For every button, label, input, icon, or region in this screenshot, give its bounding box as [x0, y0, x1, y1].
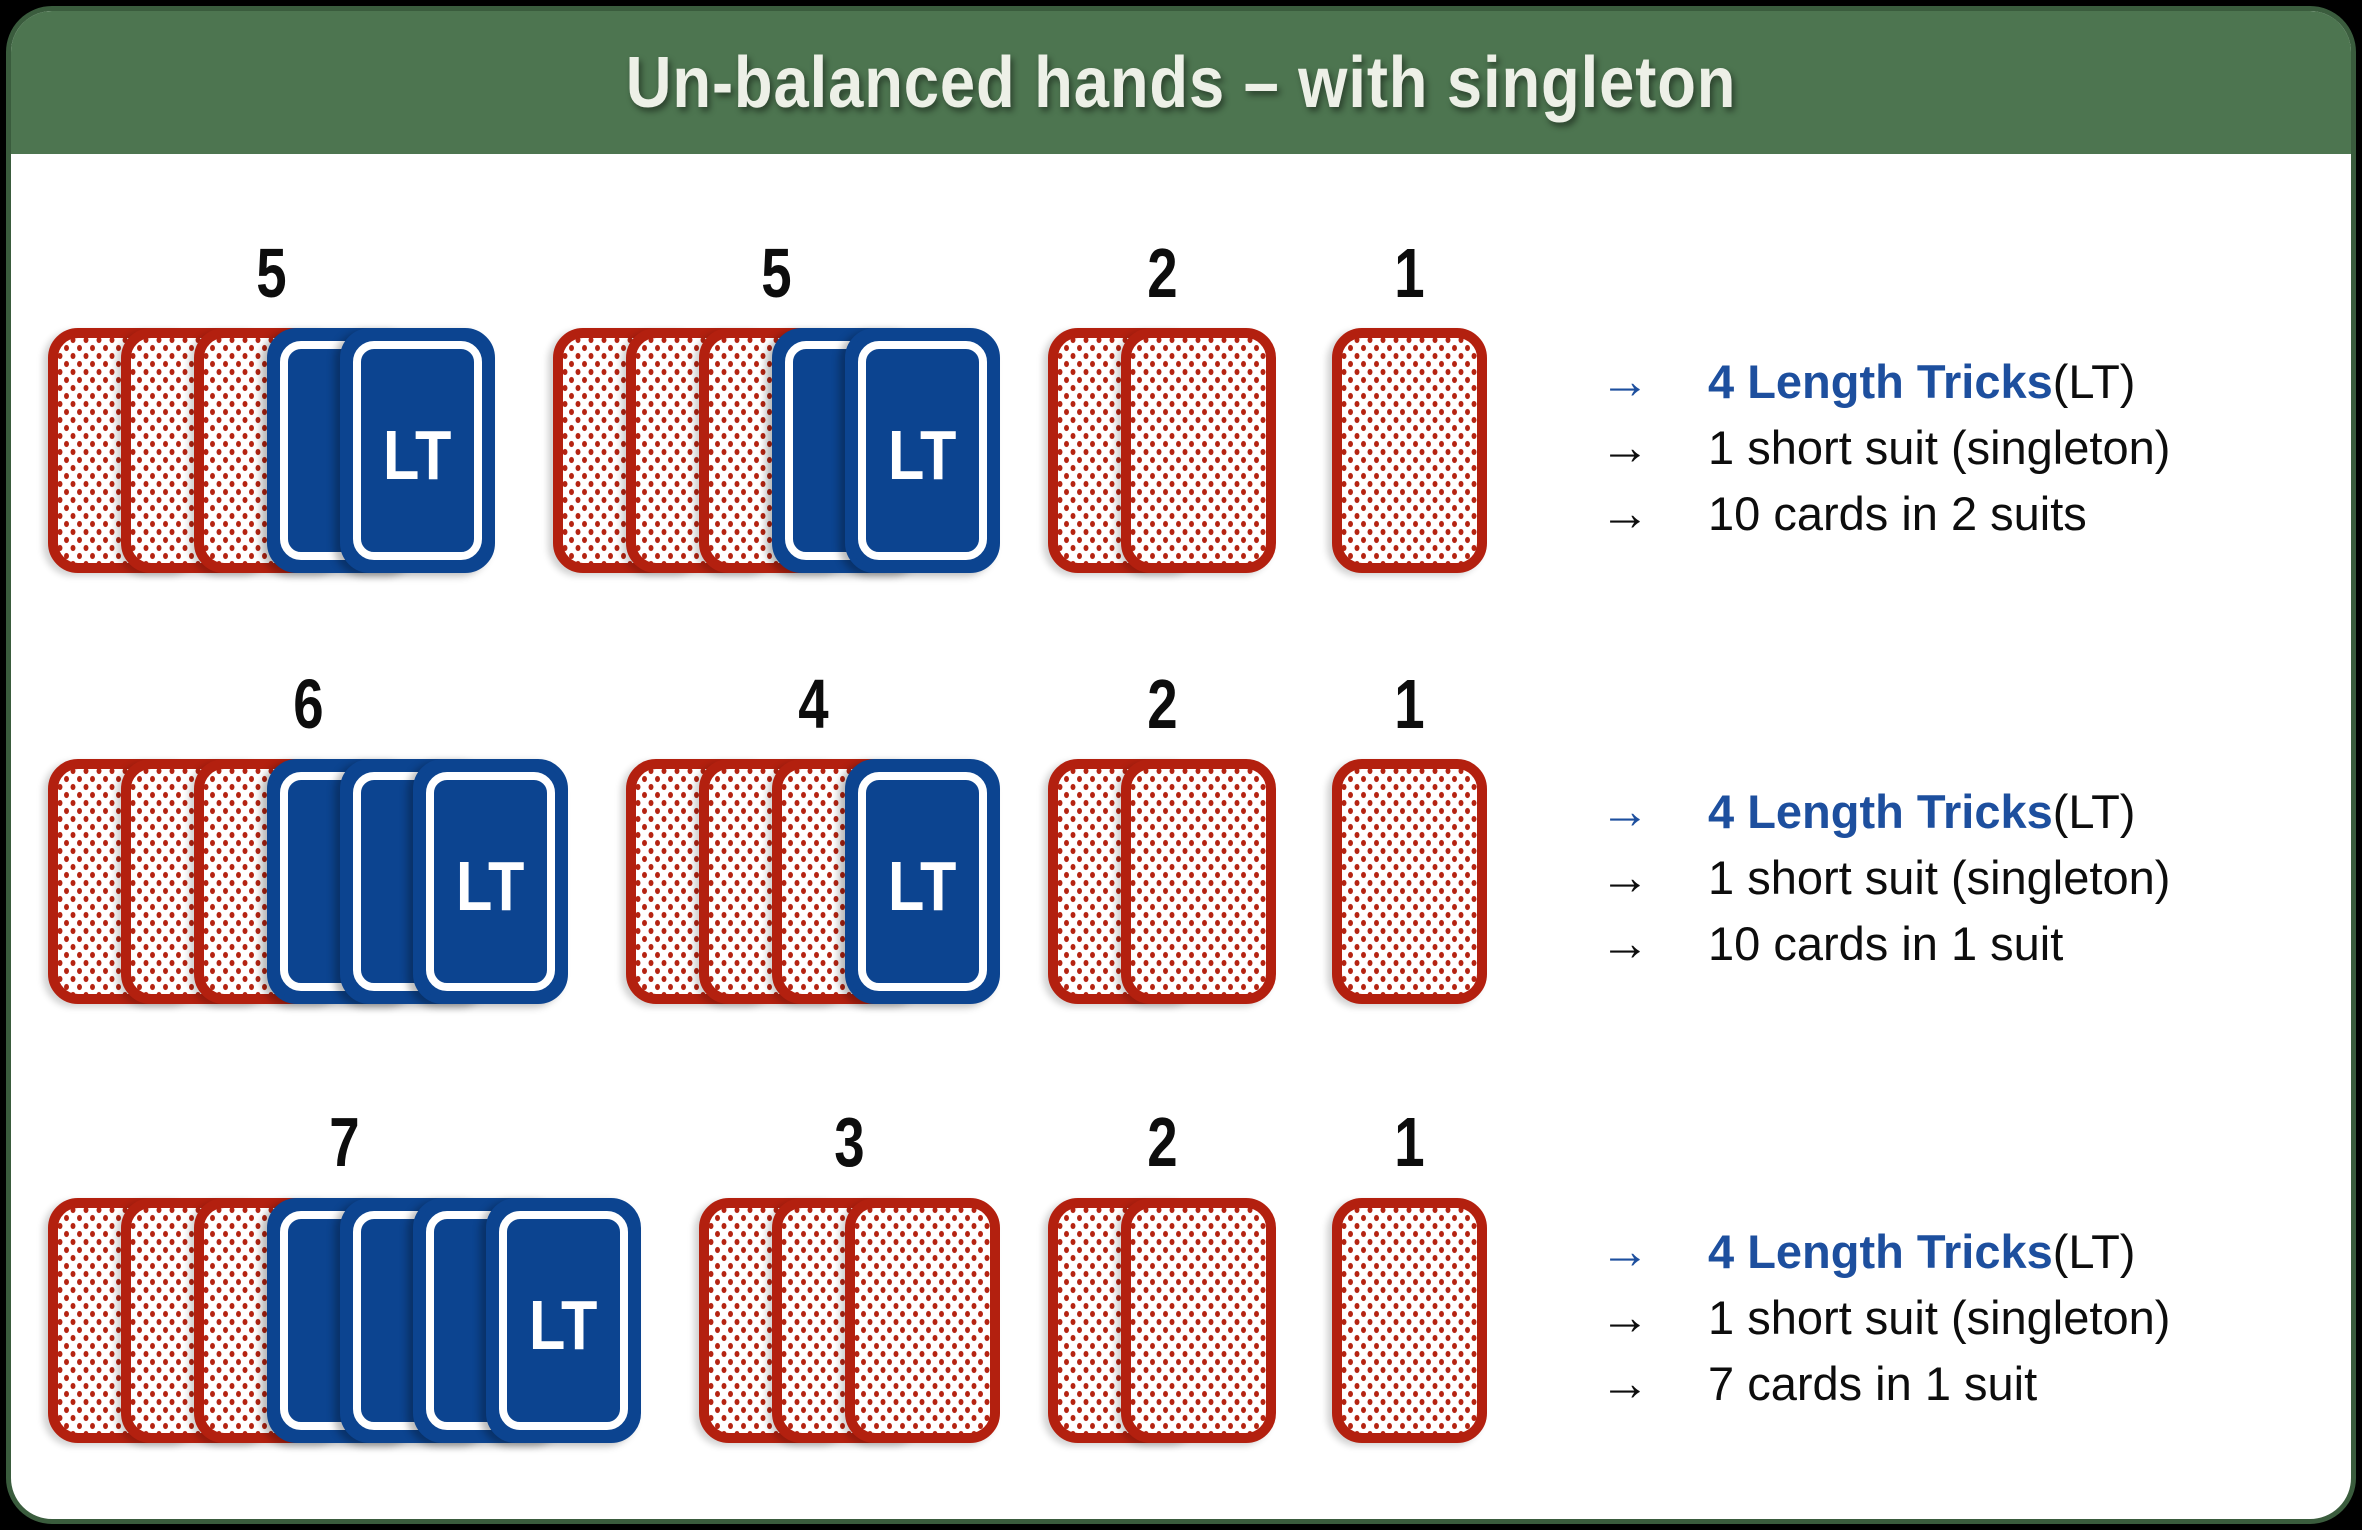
row-notes: → 4 Length Tricks (LT) → 1 short suit (sing…	[1600, 782, 2300, 980]
arrow-icon: →	[1600, 1289, 1650, 1345]
card-group	[1048, 1198, 1276, 1443]
lt-text: LT	[888, 846, 957, 925]
group-count-label: 4	[797, 665, 829, 743]
card-group: LT	[553, 328, 1000, 573]
header-bar: Un-balanced hands – with singleton	[11, 11, 2351, 154]
card-group	[1048, 328, 1276, 573]
note-text: 1 short suit (singleton)	[1708, 421, 2171, 474]
plain-card	[845, 1198, 1000, 1443]
note-text: 10 cards in 2 suits	[1708, 487, 2087, 540]
length-trick-card: LT	[486, 1198, 641, 1443]
note-text: 7 cards in 1 suit	[1708, 1357, 2038, 1410]
group-count-label: 6	[292, 665, 324, 743]
card-group: LT	[48, 1198, 641, 1443]
note-line: → 1 short suit (singleton)	[1600, 1288, 2300, 1354]
card-group	[1332, 328, 1487, 573]
note-line: → 10 cards in 2 suits	[1600, 484, 2300, 550]
card-group: LT	[48, 759, 568, 1004]
length-trick-card: LT	[845, 328, 1000, 573]
row-notes: → 4 Length Tricks (LT) → 1 short suit (sing…	[1600, 352, 2300, 550]
arrow-icon: →	[1600, 915, 1650, 971]
group-count-label: 3	[834, 1103, 865, 1181]
group-count-label: 2	[1146, 1103, 1178, 1181]
group-count-label: 2	[1146, 665, 1178, 743]
length-trick-card: LT	[845, 759, 1000, 1004]
arrow-icon: →	[1600, 1355, 1650, 1411]
note-line: → 1 short suit (singleton)	[1600, 418, 2300, 484]
arrow-icon: →	[1600, 353, 1650, 409]
group-count-label: 2	[1146, 234, 1178, 312]
group-count-label: 1	[1394, 1103, 1425, 1181]
note-highlight: 4 Length Tricks	[1708, 355, 2053, 408]
note-highlight: 4 Length Tricks	[1708, 1225, 2053, 1278]
note-text: 10 cards in 1 suit	[1708, 917, 2064, 970]
card-group	[699, 1198, 1000, 1443]
group-count-label: 7	[329, 1103, 360, 1181]
plain-card	[1332, 759, 1487, 1004]
note-line: → 7 cards in 1 suit	[1600, 1354, 2300, 1420]
plain-card	[1121, 759, 1276, 1004]
length-trick-card: LT	[413, 759, 568, 1004]
lt-text: LT	[888, 415, 957, 494]
card-group: LT	[626, 759, 1000, 1004]
group-count-label: 1	[1394, 665, 1425, 743]
group-count-label: 5	[761, 234, 792, 312]
length-trick-card: LT	[340, 328, 495, 573]
plain-card	[1332, 328, 1487, 573]
plain-card	[1121, 1198, 1276, 1443]
arrow-icon: →	[1600, 849, 1650, 905]
note-line: → 4 Length Tricks (LT)	[1600, 782, 2300, 848]
arrow-icon: →	[1600, 1223, 1650, 1279]
note-text: 1 short suit (singleton)	[1708, 1291, 2171, 1344]
arrow-icon: →	[1600, 485, 1650, 541]
note-line: → 4 Length Tricks (LT)	[1600, 352, 2300, 418]
arrow-icon: →	[1600, 419, 1650, 475]
lt-text: LT	[529, 1285, 598, 1364]
note-text: (LT)	[2052, 785, 2136, 838]
card-group	[1048, 759, 1276, 1004]
plain-card	[1332, 1198, 1487, 1443]
group-count-label: 1	[1394, 234, 1425, 312]
note-highlight: 4 Length Tricks	[1708, 785, 2053, 838]
group-count-label: 5	[256, 234, 287, 312]
page-title: Un-balanced hands – with singleton	[625, 42, 1737, 123]
card-group	[1332, 759, 1487, 1004]
card-group	[1332, 1198, 1487, 1443]
note-line: → 1 short suit (singleton)	[1600, 848, 2300, 914]
row-notes: → 4 Length Tricks (LT) → 1 short suit (sing…	[1600, 1222, 2300, 1420]
plain-card	[1121, 328, 1276, 573]
arrow-icon: →	[1600, 783, 1650, 839]
note-text: (LT)	[2052, 1225, 2136, 1278]
note-text: 1 short suit (singleton)	[1708, 851, 2171, 904]
note-line: → 4 Length Tricks (LT)	[1600, 1222, 2300, 1288]
lt-text: LT	[383, 415, 452, 494]
note-line: → 10 cards in 1 suit	[1600, 914, 2300, 980]
lt-text: LT	[456, 846, 525, 925]
card-group: LT	[48, 328, 495, 573]
note-text: (LT)	[2052, 355, 2136, 408]
